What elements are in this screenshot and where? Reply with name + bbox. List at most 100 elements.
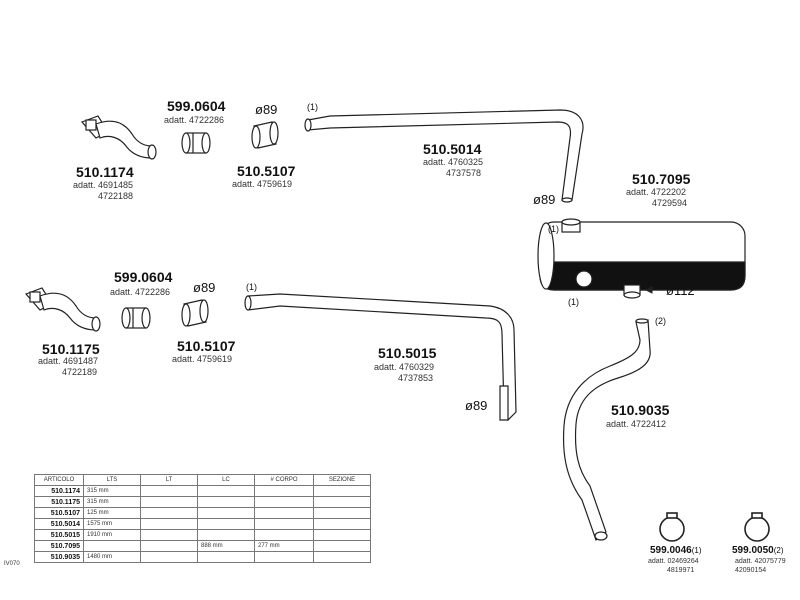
cell: 888 mm bbox=[197, 540, 255, 552]
manifold-lower-code: 510.1175 bbox=[42, 341, 100, 357]
clamp-upper-adatt: adatt. 4722286 bbox=[164, 115, 225, 125]
cell: 510.5014 bbox=[34, 518, 84, 530]
cell bbox=[140, 551, 198, 563]
cell bbox=[254, 496, 314, 508]
sleeve-upper-adatt: adatt. 4759619 bbox=[232, 179, 293, 189]
muffler-adatt1: adatt. 4722202 bbox=[626, 187, 687, 197]
col-lc: LC bbox=[197, 474, 255, 486]
manifold-lower-part bbox=[24, 287, 101, 332]
manifold-upper-part bbox=[80, 115, 157, 160]
cell bbox=[83, 540, 141, 552]
cell bbox=[254, 518, 314, 530]
cell bbox=[197, 485, 255, 497]
pipe-upper-adatt2: 4737578 bbox=[446, 168, 482, 178]
cell: 1480 mm bbox=[83, 551, 141, 563]
clamp-lower-code: 599.0604 bbox=[114, 269, 173, 285]
manifold-lower-adatt2: 4722189 bbox=[62, 367, 98, 377]
dia-pipe-lower: ø89 bbox=[465, 398, 488, 413]
cell bbox=[140, 496, 198, 508]
cell bbox=[313, 529, 371, 541]
cell bbox=[254, 507, 314, 519]
cell bbox=[313, 540, 371, 552]
clip1-code: 599.0046(1) bbox=[650, 545, 702, 556]
col-corpo: # CORPO bbox=[254, 474, 314, 486]
clip1-adatt2: 4819971 bbox=[667, 567, 695, 574]
cell: 315 mm bbox=[83, 496, 141, 508]
cell bbox=[313, 551, 371, 563]
col-lts: LTS bbox=[83, 474, 141, 486]
dia-lower: ø89 bbox=[193, 280, 216, 295]
clamp-upper-part bbox=[181, 132, 211, 154]
muffler-adatt2: 4729594 bbox=[652, 198, 688, 208]
cell: 1575 mm bbox=[83, 518, 141, 530]
clamp-lower-adatt: adatt. 4722286 bbox=[110, 287, 171, 297]
cell bbox=[197, 518, 255, 530]
manifold-lower-adatt1: adatt. 4691487 bbox=[38, 356, 99, 366]
clip1-adatt1: adatt. 02469264 bbox=[648, 558, 699, 565]
pipe-upper-adatt1: adatt. 4760325 bbox=[423, 157, 484, 167]
cell bbox=[140, 540, 198, 552]
cell bbox=[140, 518, 198, 530]
cell bbox=[140, 507, 198, 519]
cell: 510.1175 bbox=[34, 496, 84, 508]
col-articolo: ARTICOLO bbox=[34, 474, 84, 486]
cell bbox=[254, 551, 314, 563]
sleeve-upper-part bbox=[251, 121, 279, 149]
outlet-arrow bbox=[644, 286, 662, 294]
cell: 510.5015 bbox=[34, 529, 84, 541]
sleeve-lower-code: 510.5107 bbox=[177, 338, 236, 354]
sleeve-lower-part bbox=[181, 299, 209, 327]
col-lt: LT bbox=[140, 474, 198, 486]
spec-table: ARTICOLO LTS LT LC # CORPO SEZIONE 510.1… bbox=[34, 474, 371, 563]
manifold-upper-adatt1: adatt. 4691485 bbox=[73, 180, 134, 190]
cell bbox=[254, 529, 314, 541]
cell bbox=[254, 485, 314, 497]
cell bbox=[313, 496, 371, 508]
cell: 277 mm bbox=[254, 540, 314, 552]
cell: 125 mm bbox=[83, 507, 141, 519]
muffler-outlet-dia: ø112 bbox=[666, 283, 695, 298]
cell bbox=[313, 485, 371, 497]
tail-note: (2) bbox=[655, 316, 666, 326]
clamp-lower-part bbox=[121, 307, 151, 329]
tail-pipe-part bbox=[562, 318, 651, 541]
tail-code: 510.9035 bbox=[611, 402, 670, 418]
hose-clip-2-part bbox=[744, 512, 770, 542]
cell: 510.5107 bbox=[34, 507, 84, 519]
muffler-note-bottom: (1) bbox=[568, 297, 579, 307]
cell bbox=[197, 551, 255, 563]
tail-adatt: adatt. 4722412 bbox=[606, 419, 667, 429]
pipe-lower-code: 510.5015 bbox=[378, 345, 437, 361]
note-lower: (1) bbox=[246, 282, 257, 292]
cell bbox=[313, 518, 371, 530]
cell bbox=[140, 485, 198, 497]
manifold-upper-adatt2: 4722188 bbox=[98, 191, 134, 201]
sleeve-lower-adatt: adatt. 4759619 bbox=[172, 354, 233, 364]
muffler-code: 510.7095 bbox=[632, 171, 691, 187]
manifold-upper-code: 510.1174 bbox=[76, 164, 134, 180]
pipe-lower-part bbox=[244, 293, 517, 422]
hose-clip-1-part bbox=[659, 512, 685, 542]
cell bbox=[197, 529, 255, 541]
clip2-adatt2: 42090154 bbox=[735, 567, 767, 574]
cell: 510.9035 bbox=[34, 551, 84, 563]
spec-table-header: ARTICOLO LTS LT LC # CORPO SEZIONE bbox=[34, 474, 371, 486]
clip2-adatt1: adatt. 42075779 bbox=[735, 558, 786, 565]
table-side-code: IV070 bbox=[4, 561, 20, 567]
pipe-upper-code: 510.5014 bbox=[423, 141, 482, 157]
dia-pipe-upper: ø89 bbox=[533, 192, 556, 207]
cell bbox=[313, 507, 371, 519]
muffler-note-top: (1) bbox=[548, 224, 559, 234]
cell bbox=[197, 496, 255, 508]
muffler-part bbox=[537, 218, 746, 299]
cell: 1910 mm bbox=[83, 529, 141, 541]
pipe-upper-part bbox=[304, 109, 584, 203]
